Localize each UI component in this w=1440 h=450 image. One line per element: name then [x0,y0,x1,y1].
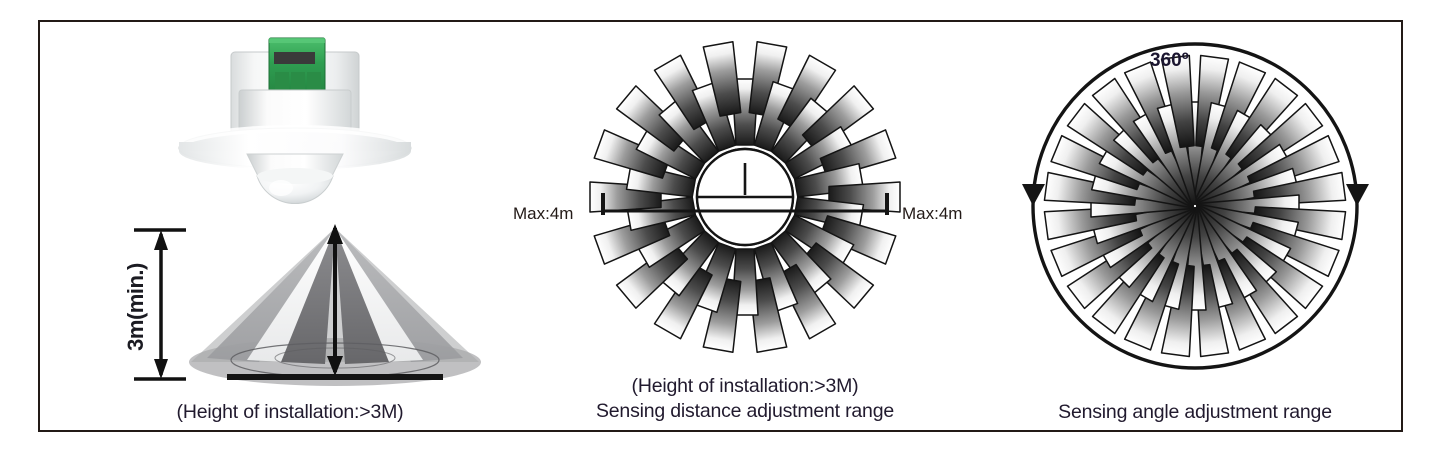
detection-cone [189,224,481,386]
max-distance-measure-line [601,193,889,215]
sensing-angle-panel: 360º Sensing angle adjustment range [990,22,1400,430]
installation-caption: (Height of installation:>3M) [176,401,404,423]
sensing-distance-caption-line2: Sensing distance adjustment range [595,400,894,422]
max-distance-label-left: Max:4m [513,204,574,223]
figure-frame: 3m(min.) (Height of installation:>3M) [38,20,1403,432]
sensing-distance-caption-line1: (Height of installation:>3M) [631,375,859,397]
sensing-distance-rosette [589,41,901,353]
installation-height-panel: 3m(min.) (Height of installation:>3M) [80,22,500,430]
ceiling-sensor-device [178,37,412,205]
sensing-distance-panel: Max:4m Max:4m (Height of installation:>3… [513,22,970,430]
sensing-angle-rosette [1022,42,1369,370]
rotation-arrow-right [1346,184,1369,206]
height-dimension-arrow [134,228,186,381]
rotation-arrow-left [1022,184,1045,206]
height-dimension-label: 3m(min.) [123,263,148,351]
max-distance-label-right: Max:4m [902,204,963,223]
rotation-circle [1031,42,1359,370]
sensing-angle-caption: Sensing angle adjustment range [1058,401,1332,423]
sensor-blade [1160,54,1195,149]
angle-degree-label: 360º [1150,50,1189,71]
sensor-blade [702,41,742,117]
